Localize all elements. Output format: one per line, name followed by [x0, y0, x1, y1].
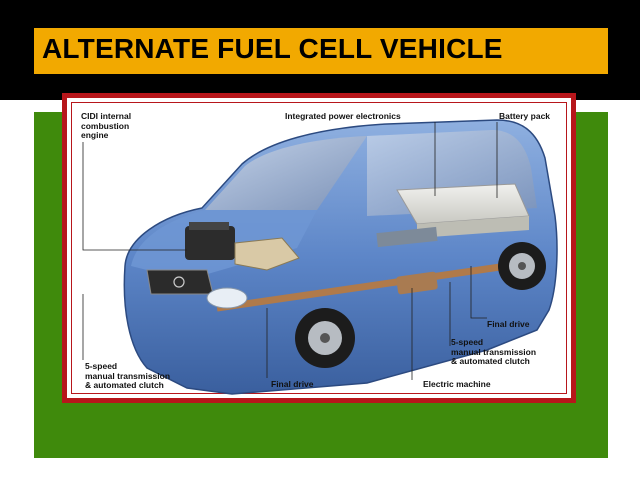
electric-machine-unit — [396, 271, 438, 295]
label-cidi-engine: CIDI internal combustion engine — [81, 111, 132, 141]
diagram-frame: CIDI internal combustion engine Integrat… — [62, 93, 576, 403]
diagram-inner-border — [71, 102, 567, 394]
rear-wheel — [498, 242, 546, 290]
drive-shaft — [216, 262, 508, 312]
label-cidi-line2: combustion — [81, 120, 130, 131]
label-trans-left-line1: 5-speed — [85, 361, 118, 371]
label-trans-left-line3: & automated clutch — [85, 380, 164, 390]
label-electric-machine: Electric machine — [423, 379, 491, 389]
label-cidi-line3: engine — [81, 130, 109, 140]
front-wheel — [295, 308, 355, 368]
label-final-drive-right: Final drive — [487, 319, 530, 329]
label-trans-right-line3: & automated clutch — [451, 356, 530, 366]
label-transmission-right: 5-speed manual transmission & automated … — [451, 337, 537, 367]
grille — [146, 269, 214, 295]
label-battery-pack: Battery pack — [499, 111, 551, 121]
title-bar: ALTERNATE FUEL CELL VEHICLE — [34, 28, 608, 74]
slide-title: ALTERNATE FUEL CELL VEHICLE — [42, 33, 503, 64]
car-cutaway-illustration — [82, 119, 558, 395]
label-trans-right-line1: 5-speed — [451, 337, 484, 347]
label-transmission-left: 5-speed manual transmission & automated … — [85, 361, 171, 391]
headlight — [206, 287, 248, 309]
engine-block — [185, 226, 235, 260]
leader-lines — [82, 122, 498, 380]
power-electronics-unit — [376, 226, 438, 248]
label-final-drive-bottom: Final drive — [271, 379, 314, 389]
label-trans-right-line2: manual transmission — [451, 346, 537, 357]
windshield — [205, 136, 367, 210]
label-integrated-power-electronics: Integrated power electronics — [285, 111, 401, 121]
label-cidi-line1: CIDI internal — [81, 111, 132, 121]
label-trans-left-line2: manual transmission — [85, 370, 171, 381]
